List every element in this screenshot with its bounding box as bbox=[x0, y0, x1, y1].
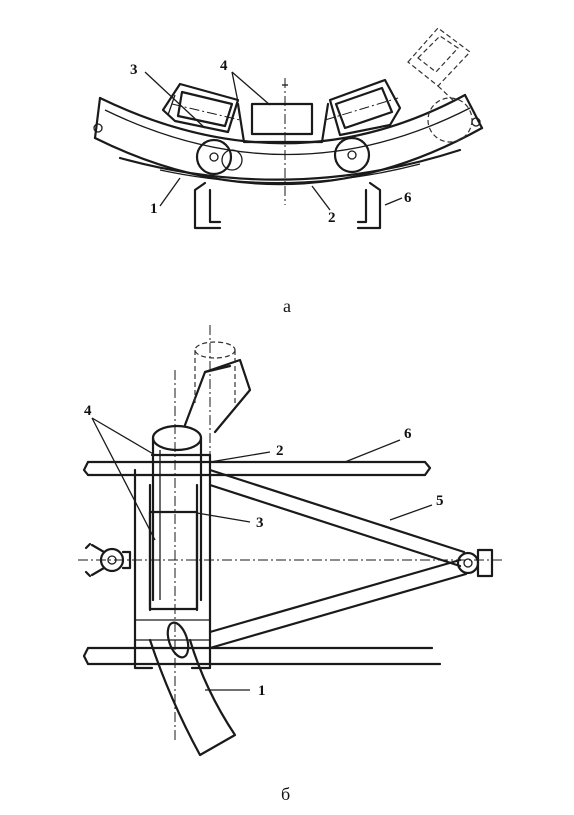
frame-arm-upper bbox=[208, 468, 466, 568]
leader-b-4-b bbox=[91, 417, 156, 541]
trough-inner-arc bbox=[98, 93, 467, 145]
leader-a-6 bbox=[384, 197, 403, 206]
upper-spout bbox=[183, 341, 252, 434]
right-roller-wheel bbox=[333, 136, 371, 174]
upper-rail bbox=[82, 460, 432, 477]
label-b-5: 5 bbox=[436, 493, 444, 509]
trough-right-end bbox=[463, 93, 484, 130]
leader-b-5 bbox=[389, 504, 433, 521]
label-b-3: 3 bbox=[256, 515, 264, 531]
lower-rail bbox=[82, 646, 442, 666]
carriage-rail-inner bbox=[159, 163, 421, 184]
carriage-rail bbox=[118, 148, 462, 181]
right-pivot bbox=[456, 548, 494, 578]
label-a-2: 2 bbox=[328, 210, 336, 226]
left-end-hinge bbox=[93, 123, 103, 133]
leader-a-4-right bbox=[231, 71, 271, 106]
label-b-2: 2 bbox=[276, 443, 284, 459]
leader-b-2 bbox=[209, 451, 271, 463]
leader-b-3 bbox=[196, 512, 251, 523]
right-roller-hub bbox=[347, 150, 357, 160]
leader-a-1 bbox=[159, 177, 181, 207]
center-bucket bbox=[236, 102, 330, 144]
label-b-1: 1 bbox=[258, 683, 266, 699]
trough-mid-arc bbox=[104, 107, 471, 156]
left-roller-inner bbox=[221, 149, 243, 171]
label-b-4: 4 bbox=[84, 403, 92, 419]
chute-tube bbox=[151, 424, 203, 602]
frame-arm-lower bbox=[208, 558, 468, 650]
left-support-channel bbox=[193, 181, 222, 230]
right-support-channel bbox=[356, 181, 382, 230]
figure-a: 3 4 1 2 6 а bbox=[93, 27, 484, 316]
left-roller-wheel bbox=[195, 138, 233, 176]
trough-outer-arc bbox=[93, 126, 484, 186]
label-a-1: 1 bbox=[150, 201, 158, 217]
left-pivot bbox=[84, 542, 132, 578]
right-bucket bbox=[324, 78, 402, 137]
leader-b-6 bbox=[344, 439, 401, 463]
leader-a-2 bbox=[311, 185, 331, 211]
label-a-3: 3 bbox=[130, 62, 138, 78]
tipped-bucket-ghost bbox=[407, 27, 473, 143]
leader-b-4-a bbox=[91, 417, 156, 456]
left-roller-hub bbox=[209, 152, 219, 162]
label-b-6: 6 bbox=[404, 426, 412, 442]
leader-a-3 bbox=[144, 71, 206, 129]
lower-spout bbox=[148, 621, 237, 757]
leader-a-4-left bbox=[231, 71, 239, 103]
label-a-6: 6 bbox=[404, 190, 412, 206]
figure-b: 4 2 6 3 5 1 б bbox=[78, 325, 505, 804]
caption-b: б bbox=[281, 784, 290, 804]
label-a-4: 4 bbox=[220, 58, 228, 74]
caption-a: а bbox=[283, 296, 291, 316]
vertical-housing bbox=[133, 453, 212, 670]
